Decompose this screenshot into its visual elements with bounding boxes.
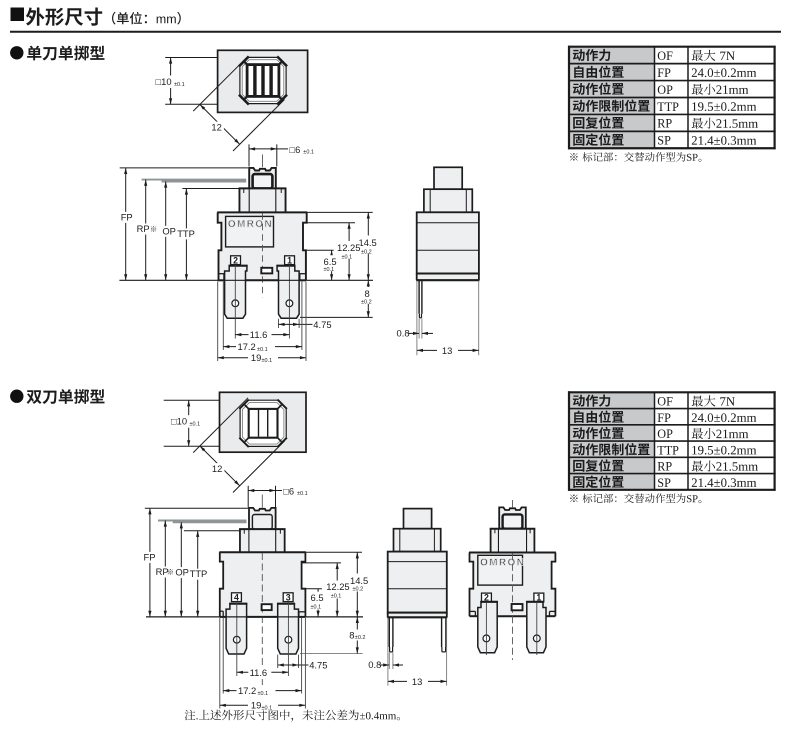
svg-text:8: 8 [349,629,354,640]
svg-text:11.6: 11.6 [250,329,268,340]
svg-text:FP: FP [144,551,156,562]
svg-text:1: 1 [287,255,292,265]
svg-text:12.25: 12.25 [326,581,349,592]
svg-text:2: 2 [233,255,238,265]
svg-text:□10: □10 [156,76,172,87]
svg-text:1: 1 [536,593,541,603]
svg-text:±0.2: ±0.2 [353,586,364,592]
svg-text:14.5: 14.5 [350,575,368,586]
svg-text:3: 3 [286,592,291,602]
svg-text:±0.2: ±0.2 [361,249,372,255]
svg-text:±0.2: ±0.2 [361,300,372,306]
svg-text:RP: RP [156,566,169,577]
svg-text:±0.1: ±0.1 [303,150,314,156]
svg-text:□6: □6 [290,144,301,155]
svg-text:12: 12 [211,122,221,133]
svg-text:±0.1: ±0.1 [331,594,342,600]
svg-text:±0.1: ±0.1 [342,254,353,260]
svg-text:12.25: 12.25 [337,242,360,253]
svg-text:±0.1: ±0.1 [258,691,269,697]
svg-text:4.75: 4.75 [309,659,327,670]
svg-text:17.2: 17.2 [238,685,256,696]
svg-text:0.8: 0.8 [368,659,381,670]
svg-text:8: 8 [365,288,370,299]
svg-text:OP: OP [162,225,176,236]
svg-text:□10: □10 [171,416,187,427]
svg-text:17.2: 17.2 [238,341,256,352]
svg-text:11.6: 11.6 [250,667,268,678]
svg-text:2: 2 [484,593,489,603]
svg-text:TTP: TTP [190,568,208,579]
svg-text:13: 13 [412,676,422,687]
svg-text:0.8: 0.8 [397,328,410,339]
svg-text:14.5: 14.5 [359,237,377,248]
svg-text:TTP: TTP [177,228,195,239]
svg-text:RP: RP [137,223,150,234]
svg-text:□6: □6 [283,485,294,496]
svg-text:FP: FP [121,211,133,222]
svg-text:±0.1: ±0.1 [257,347,268,353]
svg-text:±0.1: ±0.1 [174,82,185,88]
svg-text:±0.2: ±0.2 [355,635,366,641]
svg-text:6.5: 6.5 [311,592,324,603]
svg-text:19: 19 [251,352,261,363]
svg-text:6.5: 6.5 [324,256,337,267]
svg-text:4: 4 [234,592,239,602]
svg-text:12: 12 [212,463,222,474]
svg-text:±0.1: ±0.1 [262,706,273,712]
svg-text:13: 13 [442,345,452,356]
svg-text:±0.1: ±0.1 [190,422,201,428]
svg-text:19: 19 [251,700,261,711]
svg-text:4.75: 4.75 [313,319,331,330]
svg-text:±0.1: ±0.1 [262,358,273,364]
svg-text:±0.1: ±0.1 [311,604,322,610]
svg-text:OP: OP [175,567,189,578]
svg-text:±0.1: ±0.1 [297,491,308,497]
svg-text:±0.1: ±0.1 [324,267,335,273]
